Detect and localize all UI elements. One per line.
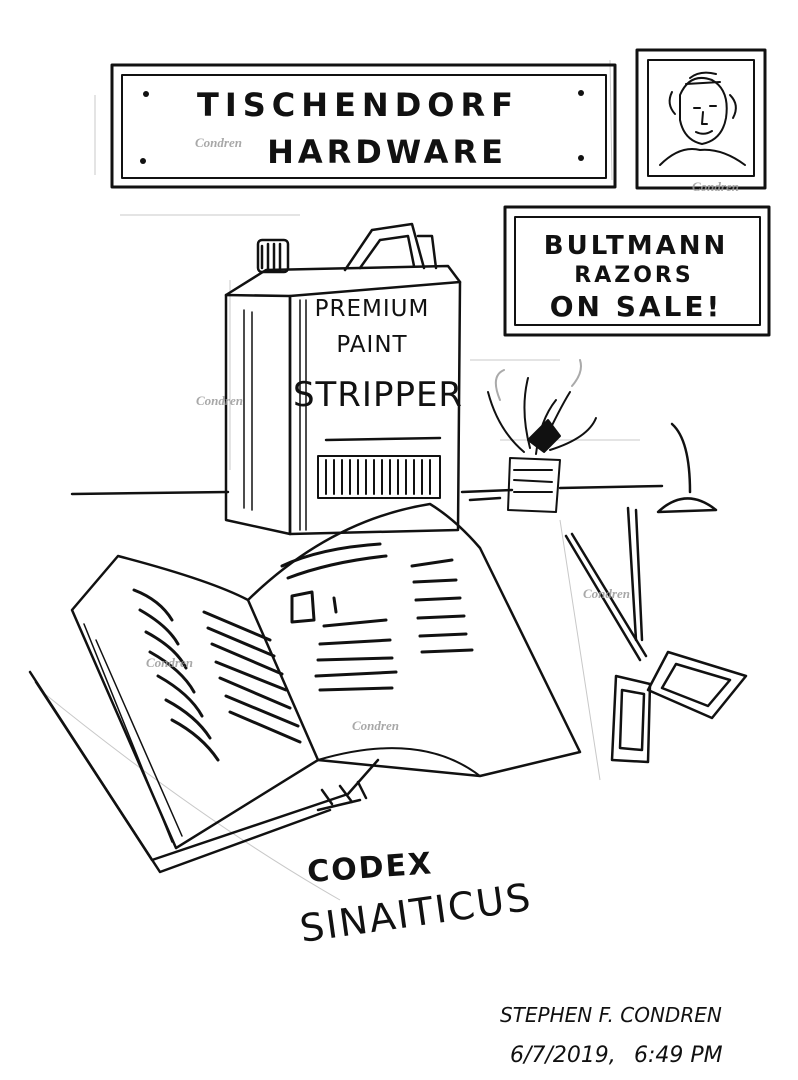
scissors (564, 506, 748, 764)
sign-line-2: HARDWARE (267, 133, 507, 171)
framed-portrait (635, 48, 767, 190)
can-label-stripe (324, 436, 442, 442)
sign-line-1: TISCHENDORF (197, 86, 519, 124)
can-label-line-3: STRIPPER (293, 375, 463, 415)
watermark-5: Condren (146, 655, 193, 670)
desk-lamp (656, 422, 718, 514)
sign-screw-bottom-left (140, 158, 146, 164)
signature-time: 6:49 PM (634, 1043, 723, 1068)
watermarks: Condren Condren Condren Condren Condren … (146, 135, 739, 733)
razor-sale-sign: BULTMANN RAZORS ON SALE! (503, 205, 771, 337)
can-vertical-shading (243, 299, 307, 531)
portrait-face (659, 71, 746, 166)
razor-sign-line-3: ON SALE! (550, 290, 723, 323)
sign-screw-top-left (143, 91, 149, 97)
watermark-2: Condren (692, 179, 739, 194)
book-title-line-1: CODEX (306, 846, 434, 890)
sign-screw-top-right (578, 90, 584, 96)
hardware-sign: TISCHENDORF HARDWARE (110, 63, 617, 189)
watermark-6: Condren (352, 718, 399, 733)
can-label-line-2: PAINT (336, 332, 407, 358)
open-book (28, 502, 582, 874)
watermark-1: Condren (195, 135, 242, 150)
left-page-script (132, 588, 302, 762)
artist-signature: STEPHEN F. CONDREN 6/7/2019, 6:49 PM (500, 1003, 723, 1068)
signature-name: STEPHEN F. CONDREN (500, 1003, 722, 1027)
sign-screw-bottom-right (578, 155, 584, 161)
can-label-line-1: PREMIUM (315, 296, 430, 322)
watermark-3: Condren (196, 393, 243, 408)
signature-date: 6/7/2019, (510, 1043, 616, 1068)
table-edge (70, 484, 664, 502)
razor-sign-line-2: RAZORS (574, 263, 693, 288)
can-handle (343, 222, 438, 272)
pencil-sketch-lines (39, 59, 640, 901)
can-label-barcode (317, 455, 441, 499)
can-cap (256, 238, 290, 274)
right-page-script (280, 542, 474, 692)
watermark-4: Condren (583, 586, 630, 601)
paint-can: PREMIUM PAINT STRIPPER (224, 222, 463, 536)
razor-sign-line-1: BULTMANN (544, 231, 728, 261)
potted-plant (487, 359, 597, 513)
